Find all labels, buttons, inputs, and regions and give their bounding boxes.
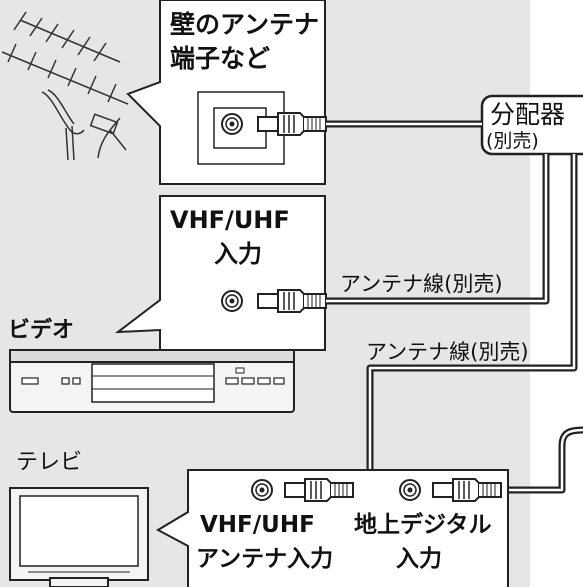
antenna-cables <box>326 120 583 494</box>
tv-vhf-cable-plug <box>284 478 354 502</box>
cable-label-lower: アンテナ線(別売) <box>366 340 529 364</box>
vcr-input-label-line2: 入力 <box>214 240 262 268</box>
antenna-illustration <box>1 11 129 161</box>
tv-input-callout <box>155 469 509 587</box>
vcr-cable-plug <box>257 289 327 313</box>
tv-digital-input-label-line2: 入力 <box>396 546 442 572</box>
vcr-input-jack-icon <box>221 290 243 312</box>
tv-vhf-input-label-line1: VHF/UHF <box>200 512 315 538</box>
tv-digital-jack-icon <box>399 479 421 501</box>
wall-terminal-label-line2: 端子など <box>170 44 271 73</box>
splitter-note: (別売) <box>486 130 539 152</box>
tv-illustration <box>9 487 149 587</box>
wall-jack-icon <box>221 113 243 135</box>
vcr-input-callout <box>114 195 326 351</box>
tv-vhf-jack-icon <box>251 479 273 501</box>
vcr-illustration <box>9 349 295 413</box>
tv-digital-cable-plug <box>432 478 502 502</box>
wall-terminal-label-line1: 壁のアンテナ <box>170 10 320 39</box>
tv-device-label: テレビ <box>16 450 83 475</box>
vcr-input-label-line1: VHF/UHF <box>170 206 290 234</box>
tv-digital-input-label-line1: 地上デジタル <box>354 512 492 538</box>
tv-vhf-input-label-line2: アンテナ入力 <box>196 546 334 572</box>
wall-cable-plug <box>257 112 327 136</box>
splitter-label: 分配器 <box>490 100 566 129</box>
cable-label-upper: アンテナ線(別売) <box>340 272 503 296</box>
vcr-device-label: ビデオ <box>8 318 75 343</box>
